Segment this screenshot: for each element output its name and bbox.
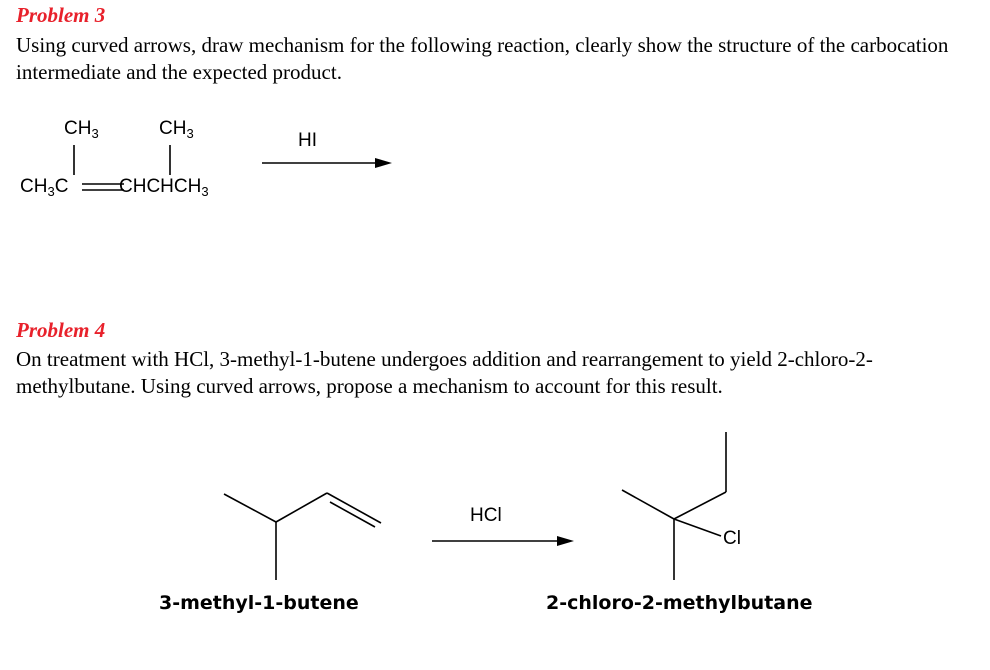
reactant-bond-2 — [275, 492, 328, 523]
reactant-bond-1 — [223, 493, 277, 523]
reaction-arrow-head-2 — [557, 536, 574, 546]
reactant-name-caption: 3-methyl-1-butene — [159, 592, 359, 614]
reagent-hi: HI — [298, 130, 317, 151]
reactant-double-bond-b — [329, 501, 376, 528]
problem-4-heading: Problem 4 — [16, 318, 106, 342]
product-bond-ethyl — [673, 491, 727, 520]
chlorine-atom-label: Cl — [723, 528, 741, 549]
product-bond-methyl — [621, 489, 675, 520]
problem-3-text: Using curved arrows, draw mechanism for … — [16, 33, 949, 84]
reactant-double-bond-a — [326, 492, 382, 524]
methyl-label-right: CH3 — [159, 118, 194, 141]
product-bond-chlorine — [673, 518, 722, 537]
product-name-caption: 2-chloro-2-methylbutane — [546, 592, 813, 614]
reagent-hcl: HCl — [470, 505, 502, 526]
problem-4-text: On treatment with HCl, 3-methyl-1-butene… — [16, 347, 873, 398]
methyl-label-left: CH3 — [64, 118, 99, 141]
reaction-arrow-head-1 — [375, 158, 392, 168]
reactant-chain-right: CHCHCH3 — [119, 176, 209, 199]
reactant-chain-left: CH3C — [20, 176, 69, 199]
problem-3-heading: Problem 3 — [16, 3, 106, 27]
